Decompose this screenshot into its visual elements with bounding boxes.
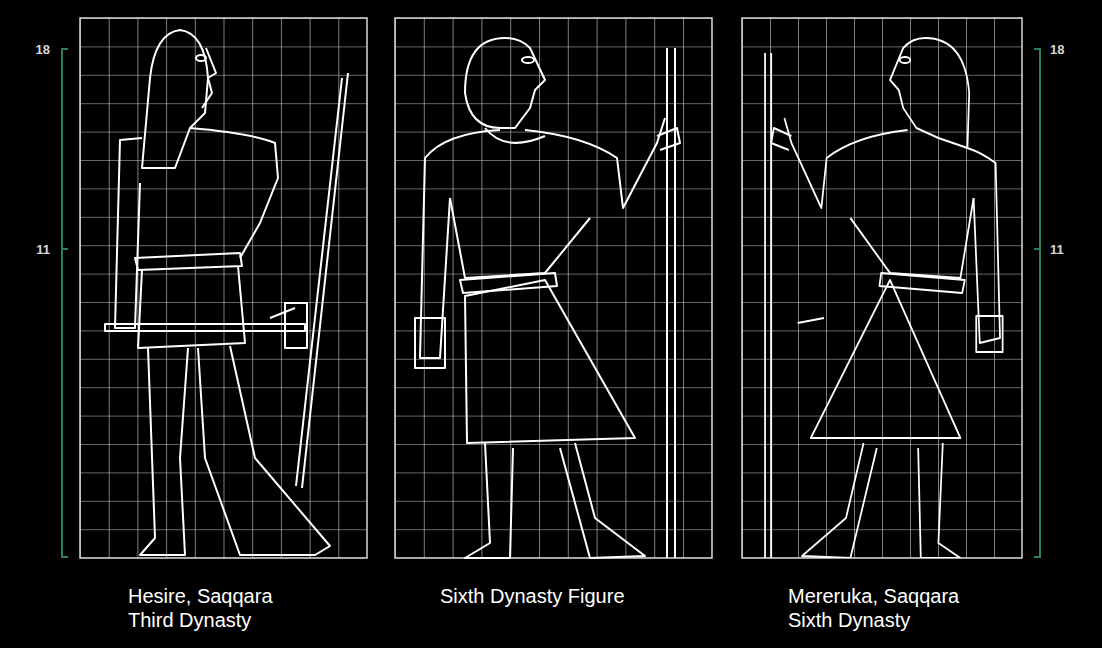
panel-caption: Hesire, Saqqara Third Dynasty	[128, 584, 303, 632]
scale-number: 11	[1048, 242, 1066, 257]
grid-panel	[80, 18, 367, 558]
grid-panel	[742, 18, 1022, 558]
panel-caption: Sixth Dynasty Figure	[440, 584, 680, 608]
hesire-figure	[105, 30, 348, 555]
sixth-dynasty-figure	[415, 38, 680, 558]
scale-bracket	[62, 49, 1040, 557]
panel-caption: Mereruka, Saqqara Sixth Dynasty	[788, 584, 988, 632]
scale-number: 18	[34, 42, 52, 57]
grid-panel	[395, 18, 712, 558]
mereruka-figure	[765, 38, 1003, 558]
scale-number: 11	[34, 242, 52, 257]
scale-number: 18	[1048, 42, 1066, 57]
